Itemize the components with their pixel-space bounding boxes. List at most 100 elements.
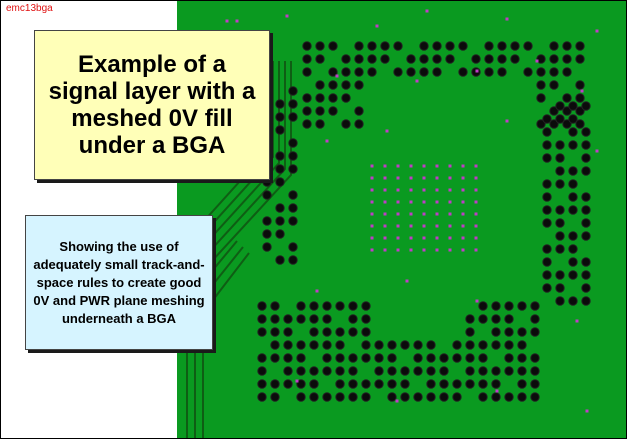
pad (575, 41, 585, 51)
pad (302, 41, 312, 51)
pad (328, 80, 338, 90)
pad (283, 340, 293, 350)
pad (413, 366, 423, 376)
pad (581, 205, 591, 215)
pad (581, 283, 591, 293)
pad (465, 327, 475, 337)
via (285, 14, 289, 18)
pad (542, 244, 552, 254)
pad (322, 340, 332, 350)
pad (581, 140, 591, 150)
via (396, 176, 400, 180)
pad (581, 127, 591, 137)
pad (288, 242, 298, 252)
pad (568, 270, 578, 280)
pad (275, 164, 285, 174)
pad (348, 392, 358, 402)
via (370, 224, 374, 228)
pad (458, 41, 468, 51)
pad (270, 392, 280, 402)
pad (568, 179, 578, 189)
via (475, 69, 479, 73)
via (495, 389, 499, 393)
via (422, 188, 426, 192)
pad (275, 99, 285, 109)
via (396, 200, 400, 204)
pad (348, 314, 358, 324)
pad (568, 257, 578, 267)
pad (288, 86, 298, 96)
pad (542, 270, 552, 280)
via (383, 212, 387, 216)
pad (568, 244, 578, 254)
via (383, 176, 387, 180)
pad (400, 366, 410, 376)
pad (348, 379, 358, 389)
pad (568, 127, 578, 137)
via (435, 188, 439, 192)
pad (536, 67, 546, 77)
pad (288, 255, 298, 265)
pad (257, 314, 267, 324)
via (409, 248, 413, 252)
pad (288, 216, 298, 226)
via (474, 176, 478, 180)
pad (387, 340, 397, 350)
pad (270, 327, 280, 337)
pad (504, 392, 514, 402)
pad (354, 119, 364, 129)
pad (491, 340, 501, 350)
pad (465, 314, 475, 324)
via (435, 176, 439, 180)
pad (432, 54, 442, 64)
pad (439, 379, 449, 389)
pad (341, 93, 351, 103)
via (474, 164, 478, 168)
pad (452, 392, 462, 402)
via (370, 236, 374, 240)
slide-title: Example of a signal layer with a meshed … (48, 51, 256, 159)
pad (426, 340, 436, 350)
pad (374, 353, 384, 363)
pad (555, 179, 565, 189)
pad (374, 366, 384, 376)
pad (581, 296, 591, 306)
pad (530, 353, 540, 363)
via (383, 188, 387, 192)
pad (575, 93, 585, 103)
pad (309, 301, 319, 311)
pad (581, 166, 591, 176)
via (396, 188, 400, 192)
pad (283, 314, 293, 324)
via (295, 379, 299, 383)
pad (491, 379, 501, 389)
pad (458, 67, 468, 77)
pad (568, 231, 578, 241)
via (474, 236, 478, 240)
pad (542, 153, 552, 163)
pad (478, 353, 488, 363)
pad (283, 379, 293, 389)
pad (328, 41, 338, 51)
pad (262, 216, 272, 226)
pad (387, 353, 397, 363)
pad (530, 379, 540, 389)
via (385, 129, 389, 133)
pad (288, 190, 298, 200)
pad (478, 340, 488, 350)
via (325, 139, 329, 143)
pad (562, 67, 572, 77)
pad (315, 93, 325, 103)
pad (530, 392, 540, 402)
pad (426, 392, 436, 402)
pad (335, 301, 345, 311)
pad (348, 353, 358, 363)
pad (542, 205, 552, 215)
pad (406, 67, 416, 77)
pad (335, 366, 345, 376)
pad (387, 379, 397, 389)
pad (296, 314, 306, 324)
via (475, 299, 479, 303)
via (461, 176, 465, 180)
pad (296, 366, 306, 376)
